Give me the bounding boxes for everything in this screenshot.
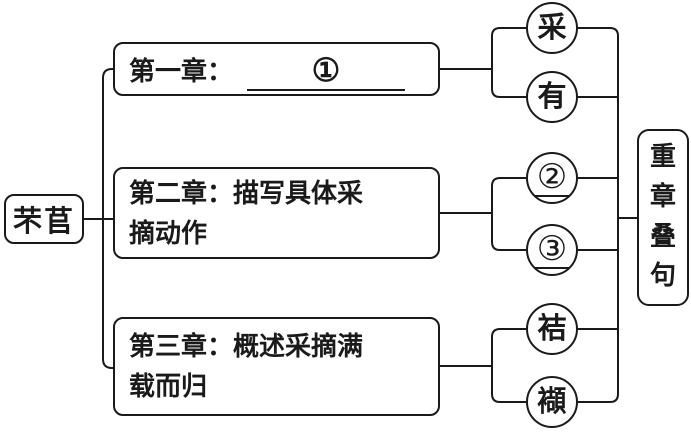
circle-node-cai-label: 采 [537,10,567,45]
right-collector-bracket [578,27,619,403]
circle-node-cai: 采 [526,2,578,54]
chapter-1-box: 第一章： ① [113,42,440,96]
circle-node-jie-label: 袺 [537,311,567,346]
chapter-2-box: 第二章：描写具体采 摘动作 [113,167,440,259]
summary-box: 重章叠句 [637,129,689,306]
left-spine-bracket [102,68,113,369]
chapter-3-line-1: 第三章：概述采摘满 [129,332,364,362]
chapter-1-blank-underline: ① [247,47,406,91]
chapter3-bracket [491,328,526,403]
chapter-2-line-1: 第二章：描写具体采 [129,179,364,209]
chapter2-bracket [491,177,526,251]
circle-node-blank-3-label: ③ [533,232,571,269]
chapter-2-line-2: 摘动作 [129,219,208,249]
circle-node-xie: 襭 [526,376,578,428]
circle-node-you-label: 有 [537,79,567,114]
circle-node-xie-label: 襭 [537,384,567,419]
chapter-1-prefix: 第一章： [129,56,234,87]
root-node-fuyi: 芣苢 [4,194,84,244]
chapter-3-line-2: 载而归 [129,372,208,402]
root-node-label: 芣苢 [12,204,75,238]
chapter1-bracket [491,27,526,98]
summary-box-label: 重章叠句 [649,142,676,292]
circle-node-you: 有 [526,71,578,123]
circle-node-jie: 袺 [526,303,578,355]
chapter-3-box: 第三章：概述采摘满 载而归 [113,317,440,416]
circle-node-blank-2-label: ② [533,160,571,197]
circle-node-blank-3: ③ [526,224,578,276]
circle-node-blank-2: ② [526,152,578,204]
chapter-1-blank-number: ① [311,51,341,89]
